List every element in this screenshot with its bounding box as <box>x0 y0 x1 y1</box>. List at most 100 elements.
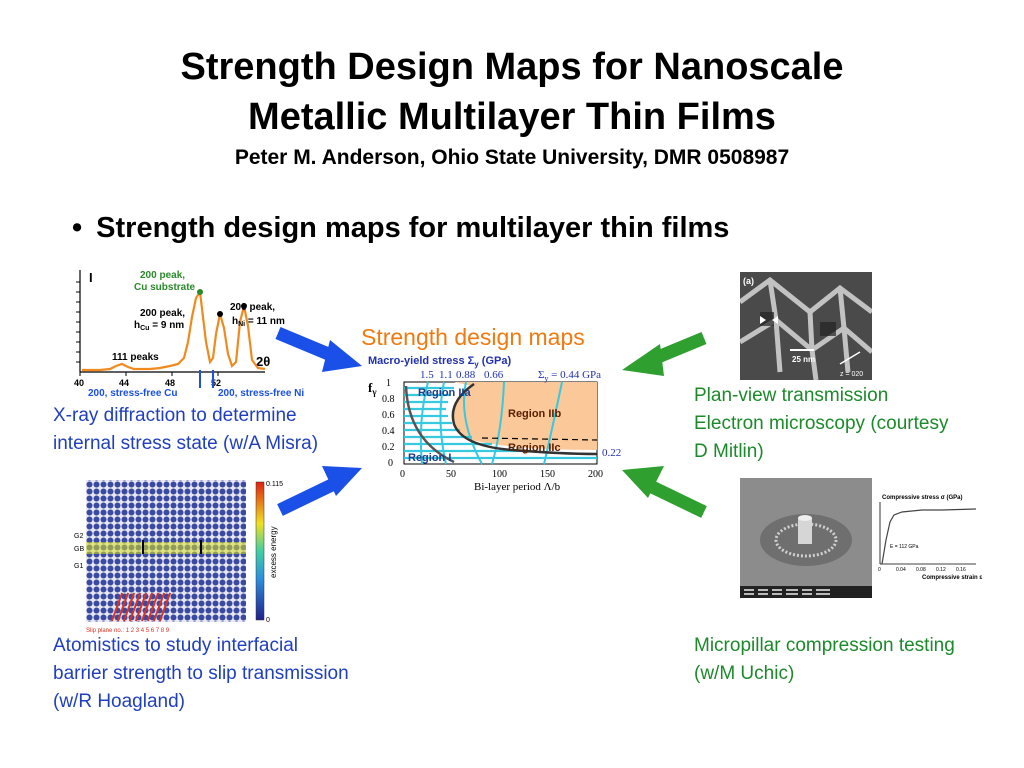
xrd-label-ni: 200 peak, <box>230 302 275 313</box>
colorbar-label: excess energy <box>269 526 278 578</box>
region-cyan-stripes <box>404 386 597 460</box>
xrd-y-label: I <box>89 270 93 285</box>
tem-marker-icon <box>772 316 778 324</box>
stress-strain-title: Compressive stress σ (GPa) <box>882 495 962 501</box>
tem-arrow-icon <box>839 351 861 365</box>
stress-strain-x-tick: 0.16 <box>956 567 966 573</box>
map-x-tick: 0 <box>400 469 405 480</box>
contour-label: 1.5 <box>420 369 434 381</box>
map-y-tick: 0.8 <box>382 394 395 405</box>
slip-plane-label: Slip plane no.: 1 2 3 4 5 6 7 8 9 <box>86 628 170 634</box>
sigma-value-label: Σy = 0.44 GPa <box>538 369 601 383</box>
region-iib-area <box>451 382 597 450</box>
xrd-label-cu: hCu = 9 nm <box>134 320 184 332</box>
bullet-dot-icon: • <box>72 212 83 244</box>
stress-strain-plot: Compressive stress σ (GPa) E = 112 GPa 0… <box>878 495 982 581</box>
tem-caption-line: Plan-view transmission <box>694 385 889 406</box>
map-y-tick: 1 <box>386 378 391 389</box>
xrd-trace <box>82 288 266 372</box>
strength-design-map: Macro-yield stress Σy (GPa) Region IIa R… <box>368 355 621 493</box>
xrd-x-label: 2θ <box>256 354 270 369</box>
map-y-tick: 0 <box>388 458 393 469</box>
region-iib-label: Region IIb <box>508 408 561 420</box>
map-y-tick: 0.6 <box>382 410 395 421</box>
tem-tag: (a) <box>743 276 754 286</box>
stress-strain-curve <box>881 508 977 565</box>
slide-title-line1: Strength Design Maps for Nanoscale <box>180 46 844 88</box>
sem-info-bar <box>740 586 872 598</box>
label-g1: G1 <box>74 563 83 570</box>
xrd-x-tick: 52 <box>211 378 221 388</box>
pillar-caption-line: (w/M Uchic) <box>694 663 795 684</box>
map-contours <box>419 381 563 465</box>
slip-lines <box>110 592 172 622</box>
tem-marker-icon <box>760 316 766 324</box>
micropillar <box>798 518 812 544</box>
xrd-label-cu-substrate: 200 peak, <box>140 270 185 281</box>
tem-caption-line: D Mitlin) <box>694 441 764 462</box>
colorbar-max: 0.115 <box>266 481 283 488</box>
atomistics-caption-line: Atomistics to study interfacial <box>53 635 298 656</box>
map-x-tick: 50 <box>446 469 456 480</box>
xrd-caption: X-ray diffraction to determine internal … <box>53 402 318 458</box>
xrd-label-ni: hNi = 11 nm <box>232 316 285 328</box>
stress-strain-xlabel: Compressive strain ε <box>922 575 982 581</box>
tem-scale-label: 25 nm <box>792 355 815 364</box>
tem-caption: Plan-view transmission Electron microsco… <box>694 382 948 466</box>
xrd-x-tick: 44 <box>119 378 129 388</box>
xrd-label-stress-free-cu: 200, stress-free Cu <box>88 388 178 399</box>
colorbar-min: 0 <box>266 617 270 624</box>
xrd-label-cu: 200 peak, <box>140 308 185 319</box>
tem-caption-line: Electron microscopy (courtesy <box>694 413 949 434</box>
map-x-label: Bi-layer period Λ/b <box>474 481 561 493</box>
tem-zone-label: z = 020 <box>840 371 863 378</box>
stress-strain-x-tick: 0 <box>878 567 881 573</box>
micropillar-sem-image <box>740 478 872 598</box>
stress-strain-modulus: E = 112 GPa <box>890 544 919 550</box>
atomistics-image: G2 GB G1 Slip plane no.: 1 2 3 4 5 6 7 8… <box>74 480 283 634</box>
xrd-caption-line: X-ray diffraction to determine <box>53 405 297 426</box>
atomistics-caption-line: barrier strength to slip transmission <box>53 663 349 684</box>
xrd-x-tick: 40 <box>74 378 84 388</box>
region-iic-label: Region IIc <box>508 442 561 454</box>
xrd-label-stress-free-ni: 200, stress-free Ni <box>218 388 304 399</box>
contour-label-right: 0.22 <box>602 447 621 459</box>
region-iia-label: Region IIa <box>418 387 471 399</box>
map-boundary <box>451 382 598 456</box>
map-x-tick: 150 <box>540 469 555 480</box>
xrd-label-111: 111 peaks <box>112 352 159 363</box>
bullet-text: Strength design maps for multilayer thin… <box>96 212 730 244</box>
map-y-label: fγ <box>368 380 377 397</box>
map-x-tick: 100 <box>492 469 507 480</box>
xrd-plot: I 2θ 40 44 48 52 200 peak, Cu substrate … <box>74 270 304 399</box>
map-dashed-boundary <box>481 437 598 441</box>
pillar-caption-line: Micropillar compression testing <box>694 635 955 656</box>
bullet-item: • Strength design maps for multilayer thi… <box>72 212 729 245</box>
map-x-tick: 200 <box>588 469 603 480</box>
xrd-peak-marker <box>241 303 247 309</box>
map-y-tick: 0.4 <box>382 426 395 437</box>
label-g2: G2 <box>74 533 83 540</box>
atomistics-caption: Atomistics to study interfacial barrier … <box>53 632 349 716</box>
contour-label: 0.66 <box>484 369 504 381</box>
map-heading: Strength design maps <box>361 324 585 350</box>
map-chart-title: Macro-yield stress Σy (GPa) <box>368 355 511 369</box>
slide-title-line2: Metallic Multilayer Thin Films <box>248 96 776 138</box>
xrd-caption-line: internal stress state (w/A Misra) <box>53 433 319 454</box>
contour-label: 1.1 <box>439 369 453 381</box>
xrd-x-tick: 48 <box>165 378 175 388</box>
stress-strain-x-tick: 0.12 <box>936 567 946 573</box>
grain-boundary-band <box>86 542 246 554</box>
tem-micrograph: (a) 25 nm z = 020 <box>740 272 872 380</box>
map-y-tick: 0.2 <box>382 442 395 453</box>
energy-colorbar <box>255 481 265 621</box>
atomistics-caption-line: (w/R Hoagland) <box>53 691 185 712</box>
pillar-caption: Micropillar compression testing (w/M Uch… <box>694 632 955 688</box>
xrd-peak-marker <box>217 311 223 317</box>
contour-label: 0.88 <box>456 369 476 381</box>
map-boundary <box>404 385 455 464</box>
stress-strain-x-tick: 0.08 <box>916 567 926 573</box>
stress-strain-x-tick: 0.04 <box>896 567 906 573</box>
region-i-label: Region I <box>408 452 451 464</box>
xrd-peak-marker <box>197 289 203 295</box>
